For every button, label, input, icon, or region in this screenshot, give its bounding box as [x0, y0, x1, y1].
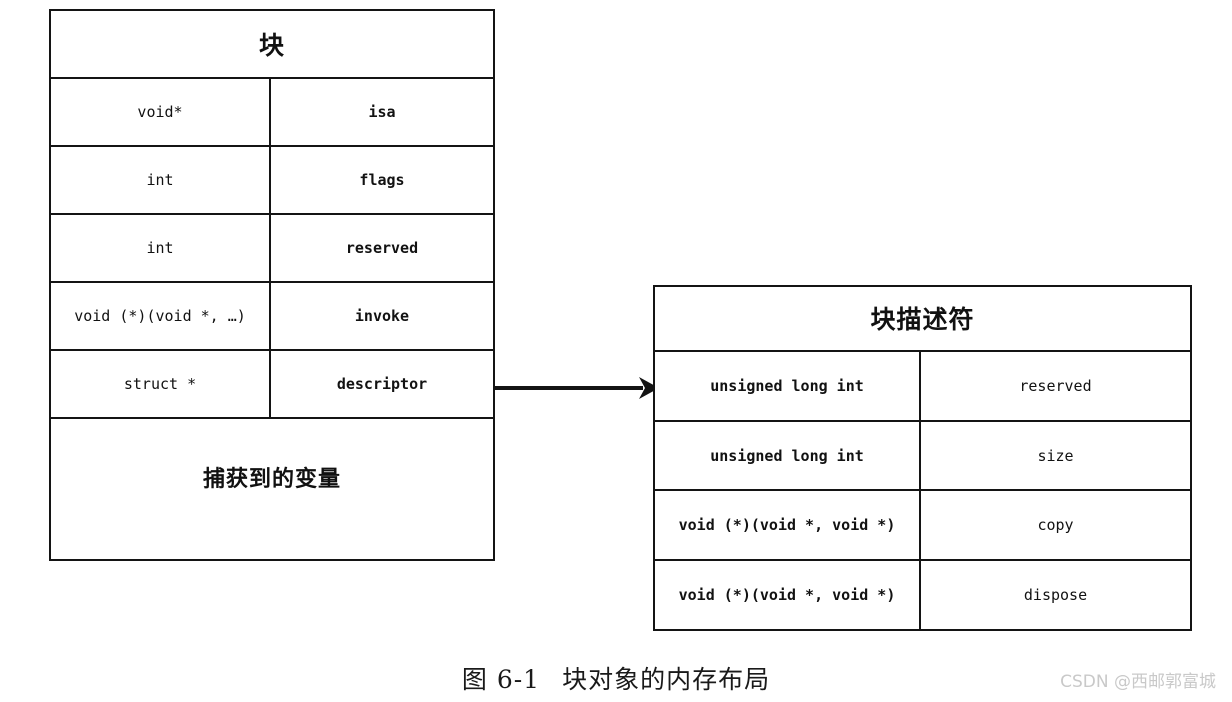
field-name: flags — [359, 171, 405, 189]
field-name: reserved — [345, 239, 419, 257]
field-type: void (*)(void *, void *) — [655, 561, 921, 629]
table-row: void* isa — [51, 79, 493, 147]
table-row: void (*)(void *, …) invoke — [51, 283, 493, 351]
captured-variables-area: 捕获到的变量 — [202, 467, 341, 492]
table-row: void (*)(void *, void *) copy — [655, 491, 1190, 562]
field-type: unsigned long int — [655, 351, 921, 420]
table-row: unsigned long int reserved — [655, 351, 1190, 422]
table-row: struct * descriptor — [51, 351, 493, 419]
csdn-watermark: CSDN @西邮郭富城 — [1060, 672, 1216, 692]
field-name: copy — [1037, 516, 1074, 535]
field-type: int — [51, 215, 271, 281]
field-type: void (*)(void *, …) — [51, 283, 271, 349]
field-name: isa — [368, 103, 396, 121]
block-struct-title: 块 — [51, 11, 493, 79]
figure-number: 图 6-1 — [461, 665, 541, 694]
field-type: unsigned long int — [655, 421, 921, 490]
field-name: size — [1037, 446, 1074, 465]
block-struct-box: 块 void* isa int flags int reserved void … — [49, 9, 495, 561]
descriptor-struct-title: 块描述符 — [655, 287, 1190, 352]
table-row: int reserved — [51, 215, 493, 283]
table-row: unsigned long int size — [655, 421, 1190, 492]
arrow-right-icon — [495, 377, 659, 399]
table-row: void (*)(void *, void *) dispose — [655, 561, 1190, 629]
field-type: void* — [51, 79, 271, 145]
field-type: void (*)(void *, void *) — [655, 491, 921, 560]
field-name-descriptor: descriptor — [336, 375, 428, 393]
figure-caption: 图 6-1 块对象的内存布局 — [0, 660, 1232, 696]
table-row: int flags — [51, 147, 493, 215]
field-name: reserved — [1019, 376, 1092, 395]
field-name: invoke — [354, 307, 410, 325]
field-name: dispose — [1023, 586, 1088, 605]
figure-caption-text: 块对象的内存布局 — [562, 665, 771, 694]
block-descriptor-struct-box: 块描述符 unsigned long int reserved unsigned… — [653, 285, 1192, 631]
field-type: struct * — [51, 351, 271, 417]
field-type: int — [51, 147, 271, 213]
